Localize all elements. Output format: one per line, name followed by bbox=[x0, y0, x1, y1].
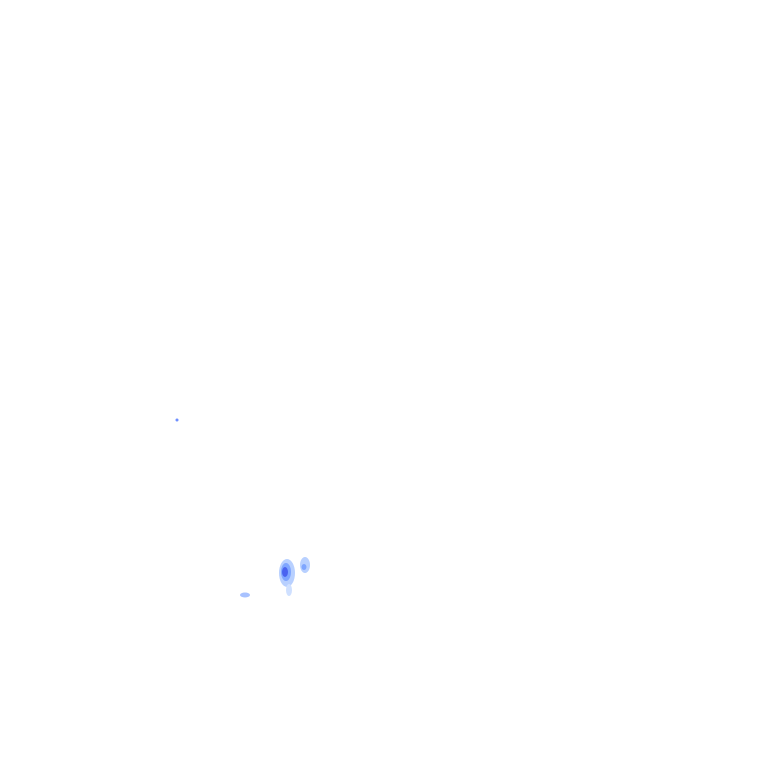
echo-light bbox=[240, 592, 250, 598]
radar-echo-west-cell bbox=[240, 592, 250, 598]
echo-medium bbox=[301, 564, 307, 570]
radar-echo-main-cell bbox=[279, 559, 295, 596]
radar-echo-east-cell bbox=[300, 557, 310, 573]
radar-echo-small bbox=[175, 418, 179, 422]
echo-light bbox=[286, 584, 292, 596]
echo-heavy bbox=[282, 567, 288, 577]
echo-medium bbox=[175, 418, 179, 422]
